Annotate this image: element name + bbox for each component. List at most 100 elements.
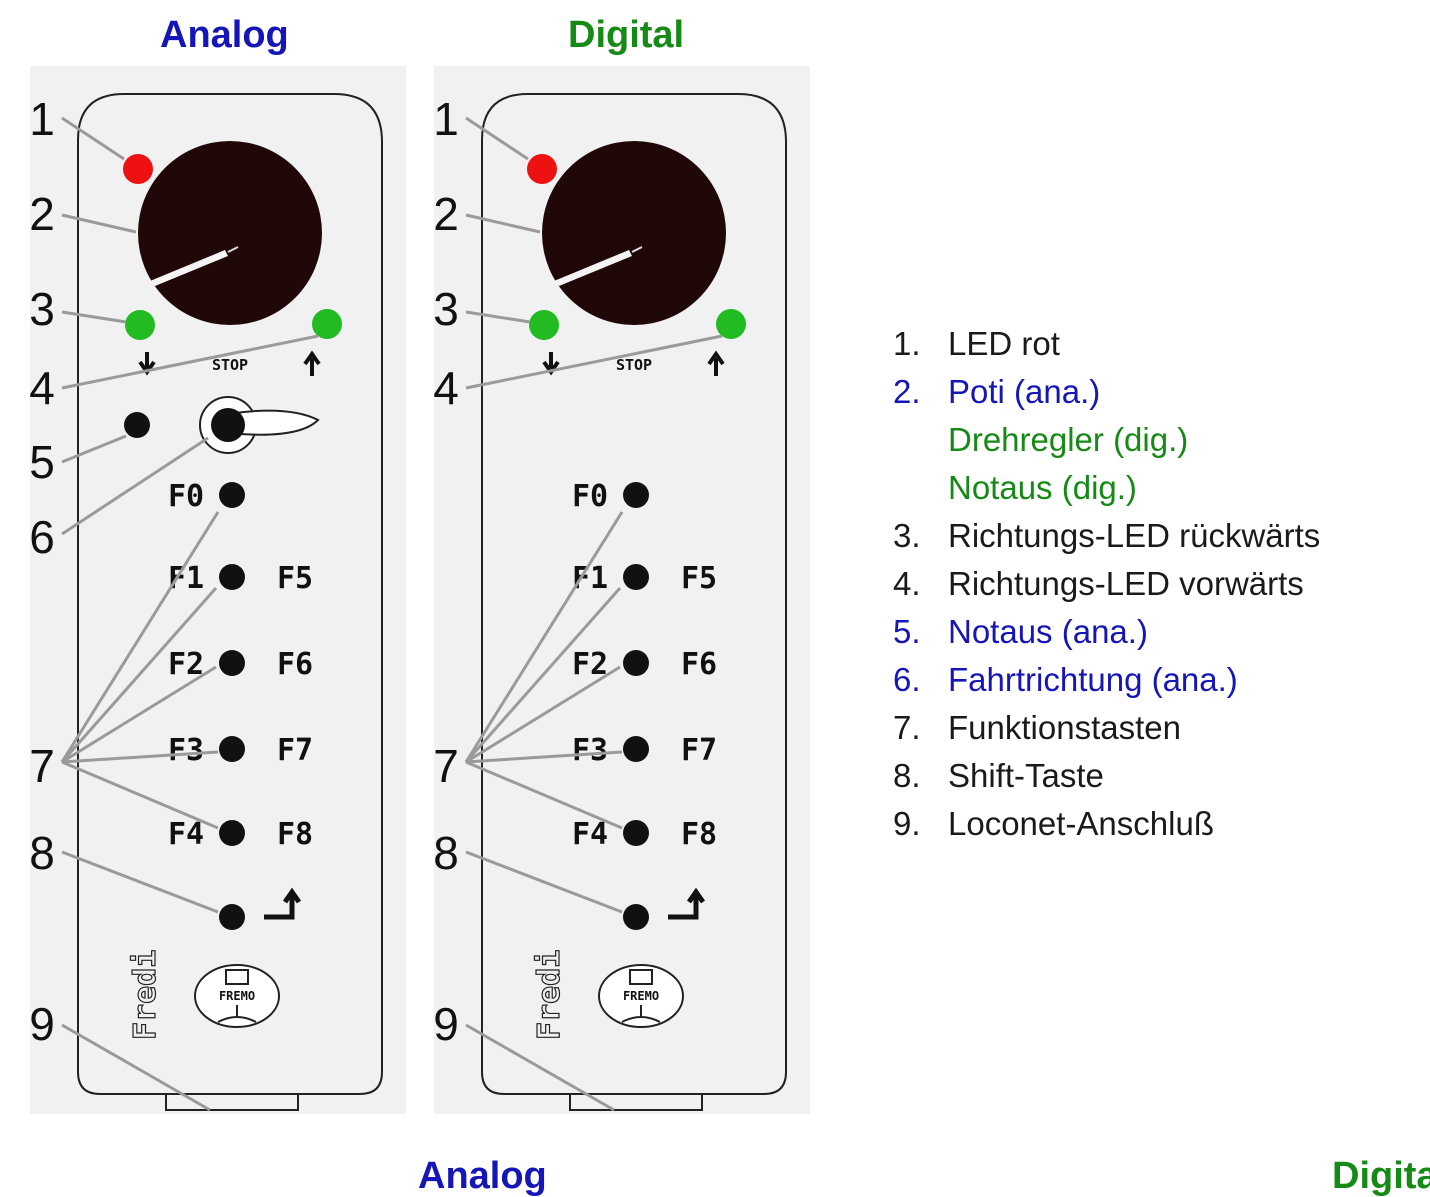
function-key-label: F8: [681, 817, 717, 852]
logo-text: FREMO: [219, 989, 255, 1003]
logo-text: FREMO: [623, 989, 659, 1003]
function-key-label: F5: [277, 561, 313, 596]
function-key-label: F7: [277, 733, 313, 768]
callout-number-4: 4: [433, 362, 459, 414]
function-button-0: [219, 482, 245, 508]
knob-pointer: [150, 250, 228, 286]
header-digital-top: Digital: [568, 14, 685, 56]
function-key-label: F7: [681, 733, 717, 768]
loconet-connector: [165, 1093, 299, 1111]
leader-line: [465, 310, 531, 324]
legend-text: Fahrtrichtung (ana.): [948, 661, 1238, 698]
legend-text: Notaus (ana.): [948, 613, 1148, 650]
legend-number: 2.: [893, 373, 921, 410]
function-button-1: [623, 564, 649, 590]
legend-item-7: 7.Funktionstasten: [893, 704, 1320, 752]
function-key-label: F5: [681, 561, 717, 596]
leader-line: [61, 850, 219, 914]
header-digital-bottom: Digita: [1332, 1155, 1430, 1197]
callout-number-4: 4: [29, 362, 55, 414]
brand-vertical-text: Fredi: [532, 950, 567, 1040]
emergency-stop-button: [124, 412, 150, 438]
legend-item-6: 6.Fahrtrichtung (ana.): [893, 656, 1320, 704]
leader-line: [61, 750, 219, 764]
callout-number-2: 2: [433, 188, 459, 240]
knob-pointer-tip: [227, 246, 239, 253]
legend-text: Poti (ana.): [948, 373, 1101, 410]
leader-line: [61, 665, 217, 764]
legend-number: 1.: [893, 325, 921, 362]
led-green-forward: [312, 309, 342, 339]
shift-arrow-icon: [668, 887, 706, 920]
fremo-logo: [194, 964, 280, 1028]
legend-number: 3.: [893, 517, 921, 554]
function-key-label: F1: [168, 561, 204, 596]
legend-item-8: 8.Shift-Taste: [893, 752, 1320, 800]
legend-number: 8.: [893, 757, 921, 794]
leader-line: [60, 587, 218, 763]
callout-number-9: 9: [433, 998, 459, 1050]
legend-text: Richtungs-LED rückwärts: [948, 517, 1321, 554]
callout-number-5: 5: [29, 436, 55, 488]
arrow-up-icon: [303, 350, 321, 376]
leader-line: [465, 334, 723, 390]
knob-pointer: [554, 250, 632, 286]
function-button-3: [623, 736, 649, 762]
callout-number-8: 8: [433, 827, 459, 879]
function-button-0: [623, 482, 649, 508]
function-key-label: F3: [168, 733, 204, 768]
led-green-forward: [716, 309, 746, 339]
led-green-reverse: [529, 310, 559, 340]
legend-item-3: 3. Richtungs-LED rückwärts: [893, 512, 1320, 560]
legend-list: 1.LED rot 2. Poti (ana.) Drehregler (dig.) N…: [893, 320, 1320, 848]
legend-number: 5.: [893, 613, 921, 650]
legend-item-4: 4.Richtungs-LED vorwärts: [893, 560, 1320, 608]
speed-knob: [138, 141, 322, 325]
leader-line: [61, 116, 125, 161]
function-key-label: F0: [168, 479, 204, 514]
direction-switch-knob: [211, 408, 245, 442]
callout-number-7: 7: [29, 740, 55, 792]
leader-line: [61, 1023, 211, 1112]
function-key-label: F2: [168, 647, 204, 682]
legend-text: Funktionstasten: [948, 709, 1181, 746]
legend-subitem-2-2: Notaus (dig.): [948, 469, 1137, 506]
legend-item-2: 2. Poti (ana.): [893, 368, 1320, 416]
leader-line: [464, 587, 622, 763]
header-analog-bottom: Analog: [418, 1155, 547, 1197]
function-key-label: F4: [168, 817, 204, 852]
stop-label: STOP: [616, 356, 652, 374]
function-button-4: [623, 820, 649, 846]
function-button-1: [219, 564, 245, 590]
function-key-label: F0: [572, 479, 608, 514]
leader-line: [465, 116, 529, 161]
device-body: [77, 93, 383, 1095]
callout-number-2: 2: [29, 188, 55, 240]
leader-line: [61, 760, 219, 830]
function-key-label: F4: [572, 817, 608, 852]
legend-item-5: 5. Notaus (ana.): [893, 608, 1320, 656]
legend-item-1: 1.LED rot: [893, 320, 1320, 368]
legend-text: Loconet-Anschluß: [948, 805, 1214, 842]
shift-arrow-icon: [264, 887, 302, 920]
knob-pointer-tip: [631, 246, 643, 253]
function-key-label: F6: [277, 647, 313, 682]
function-key-label: F6: [681, 647, 717, 682]
callout-number-8: 8: [29, 827, 55, 879]
leader-line: [465, 750, 623, 764]
callout-number-7: 7: [433, 740, 459, 792]
direction-switch-lever: [233, 409, 320, 436]
fremo-logo-rail: [225, 969, 249, 985]
device-body: [481, 93, 787, 1095]
function-button-2: [623, 650, 649, 676]
fremo-logo-rail-foot: [621, 1005, 661, 1023]
shift-button: [623, 904, 649, 930]
function-key-label: F1: [572, 561, 608, 596]
leader-line: [61, 310, 127, 324]
led-green-reverse: [125, 310, 155, 340]
callout-number-6: 6: [29, 511, 55, 563]
leader-line: [60, 511, 220, 763]
legend-subitem-2-1: Drehregler (dig.): [948, 421, 1189, 458]
